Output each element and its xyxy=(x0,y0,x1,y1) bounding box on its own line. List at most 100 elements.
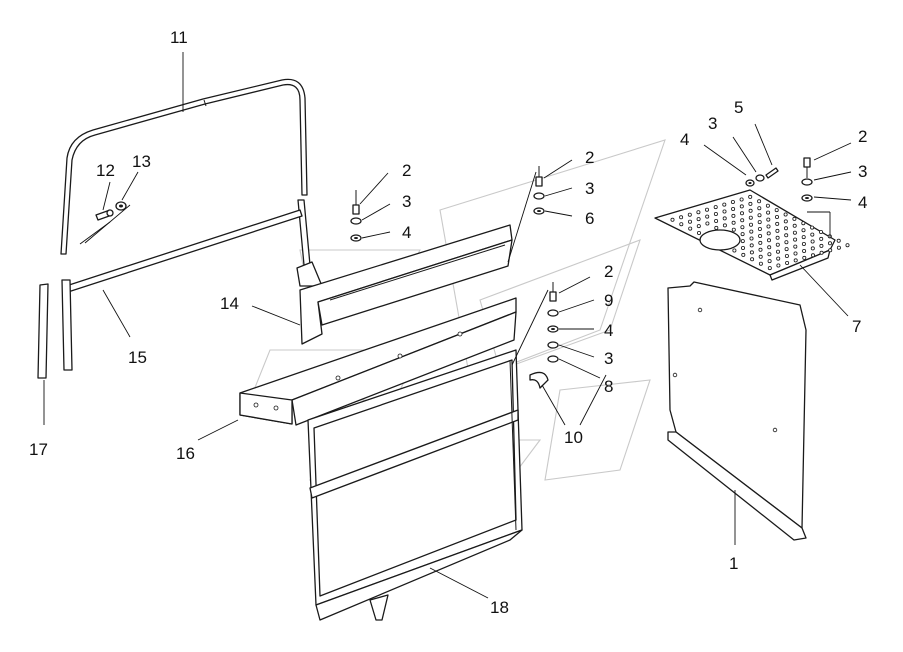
perforation-hole xyxy=(758,240,763,245)
callout-11: 11 xyxy=(170,28,188,47)
perforation-hole xyxy=(793,244,798,249)
perforation-hole xyxy=(775,221,780,226)
perforation-hole xyxy=(748,208,753,213)
callout-15: 15 xyxy=(128,348,147,367)
perforation-hole xyxy=(705,221,710,226)
perforation-hole xyxy=(819,243,824,248)
perforation-hole xyxy=(688,219,693,224)
perforation-hole xyxy=(750,257,755,262)
callout-8: 8 xyxy=(604,377,613,396)
perforation-hole xyxy=(845,243,850,248)
perforation-hole xyxy=(776,249,781,254)
perforation-hole xyxy=(766,210,771,215)
perforation-hole xyxy=(679,222,684,227)
perforation-hole xyxy=(836,245,841,250)
perforation-hole xyxy=(810,225,815,230)
perforation-hole xyxy=(748,201,753,206)
perforation-hole xyxy=(679,215,684,220)
part-15-lower-bar xyxy=(61,209,303,371)
callout-6: 6 xyxy=(585,209,594,228)
part-13-washer xyxy=(115,201,127,211)
perforation-hole xyxy=(776,263,781,268)
perforation-hole xyxy=(819,250,824,255)
perforation-hole xyxy=(687,212,692,217)
perforation-hole xyxy=(741,245,746,250)
perforation-hole xyxy=(767,238,772,243)
callout-5: 5 xyxy=(734,98,743,117)
perforation-hole xyxy=(811,253,816,258)
perforation-hole xyxy=(696,224,701,229)
callout-13: 13 xyxy=(132,152,151,171)
perforation-hole xyxy=(740,218,745,223)
perforation-hole xyxy=(802,248,807,253)
callouts: 11 12 13 15 17 14 16 18 2 3 4 2 3 6 2 9 … xyxy=(29,28,867,617)
perforation-hole xyxy=(748,215,753,220)
callout-2b: 2 xyxy=(585,148,594,167)
callout-7: 7 xyxy=(852,317,861,336)
callout-4a: 4 xyxy=(402,223,411,242)
perforation-hole xyxy=(766,217,771,222)
perforation-hole xyxy=(767,252,772,257)
perforation-hole xyxy=(749,250,754,255)
perforation-hole xyxy=(757,213,762,218)
perforation-hole xyxy=(819,236,824,241)
perforation-hole xyxy=(836,238,841,243)
perforation-hole xyxy=(749,243,754,248)
perforation-hole xyxy=(714,218,719,223)
callout-18: 18 xyxy=(490,598,509,617)
callout-1: 1 xyxy=(729,554,738,573)
callout-17: 17 xyxy=(29,440,48,459)
perforation-hole xyxy=(749,236,754,241)
perforation-hole xyxy=(714,225,719,230)
perforation-hole xyxy=(749,222,754,227)
part-16-beam xyxy=(239,297,517,426)
perforation-hole xyxy=(783,212,788,217)
perforation-hole xyxy=(748,194,753,199)
callout-4b: 4 xyxy=(680,130,689,149)
perforation-hole xyxy=(740,232,745,237)
perforation-hole xyxy=(784,240,789,245)
callout-3d: 3 xyxy=(708,114,717,133)
perforation-hole xyxy=(670,217,675,222)
perforation-hole xyxy=(731,220,736,225)
perforation-hole xyxy=(731,227,736,232)
callout-9: 9 xyxy=(604,291,613,310)
perforation-hole xyxy=(758,233,763,238)
callout-10: 10 xyxy=(564,428,583,447)
perforation-hole xyxy=(766,231,771,236)
perforation-hole xyxy=(792,230,797,235)
perforation-hole xyxy=(828,248,833,253)
perforation-hole xyxy=(739,197,744,202)
callout-12: 12 xyxy=(96,161,115,180)
perforation-hole xyxy=(757,199,762,204)
callout-2c: 2 xyxy=(604,262,613,281)
perforation-hole xyxy=(792,216,797,221)
perforation-hole xyxy=(784,233,789,238)
perforation-hole xyxy=(740,211,745,216)
part-18-frame xyxy=(307,349,523,621)
perforation-hole xyxy=(757,206,762,211)
perforation-hole xyxy=(775,242,780,247)
perforation-hole xyxy=(785,260,790,265)
perforation-hole xyxy=(732,248,737,253)
perforation-hole xyxy=(749,229,754,234)
perforation-hole xyxy=(765,203,770,208)
perforation-hole xyxy=(722,202,727,207)
perforation-hole xyxy=(819,229,824,234)
perforation-hole xyxy=(696,210,701,215)
perforation-hole xyxy=(810,246,815,251)
perforation-hole xyxy=(793,237,798,242)
perforation-hole xyxy=(775,235,780,240)
perforation-hole xyxy=(739,204,744,209)
callout-3a: 3 xyxy=(402,192,411,211)
perforation-hole xyxy=(758,254,763,259)
perforation-hole xyxy=(758,247,763,252)
callout-2a: 2 xyxy=(402,161,411,180)
perforation-hole xyxy=(767,259,772,264)
perforation-hole xyxy=(802,255,807,260)
perforation-hole xyxy=(722,209,727,214)
perforation-hole xyxy=(758,261,763,266)
callout-16: 16 xyxy=(176,444,195,463)
callout-4d: 4 xyxy=(858,193,867,212)
perforation-hole xyxy=(801,228,806,233)
